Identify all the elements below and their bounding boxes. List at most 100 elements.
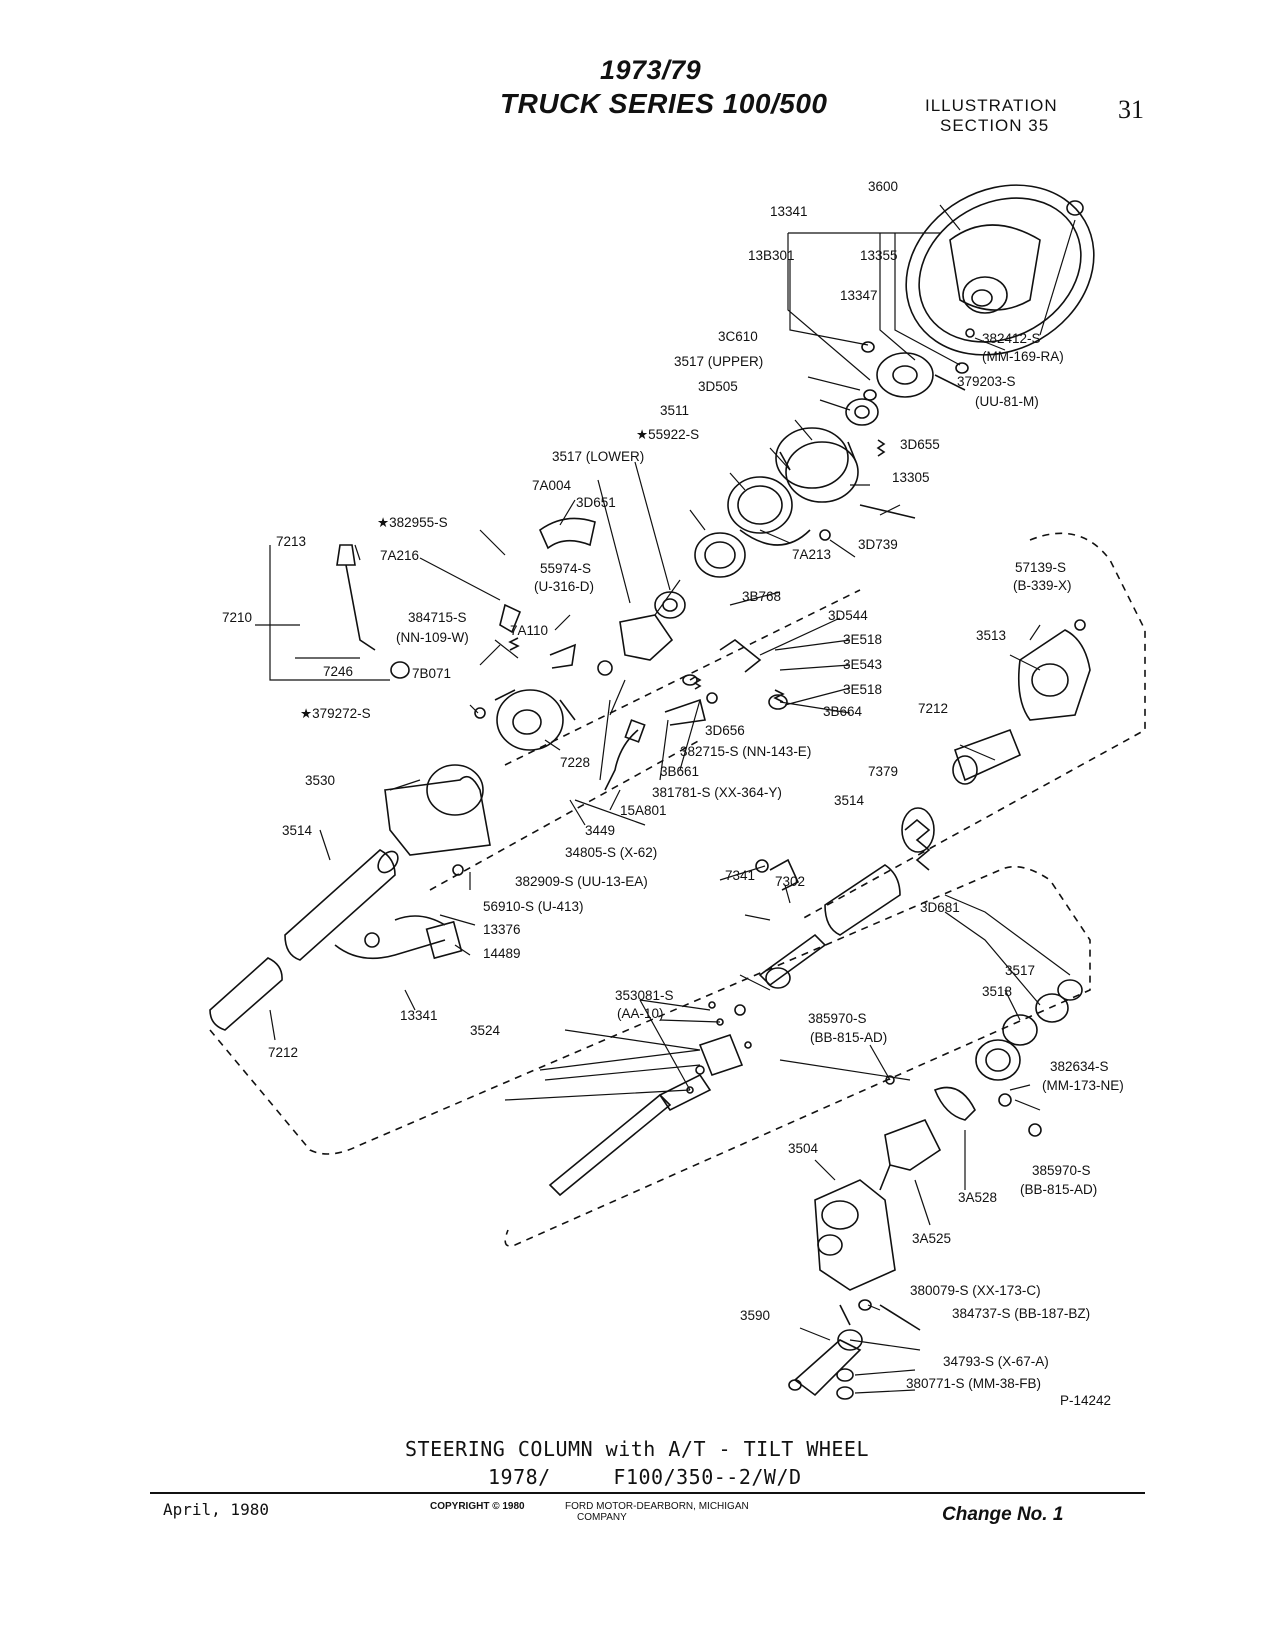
shift-lever-7210 bbox=[336, 544, 576, 751]
part-label: 7212 bbox=[268, 1045, 298, 1060]
lower-bearing-assembly bbox=[885, 979, 1083, 1137]
part-label: 13355 bbox=[860, 248, 898, 263]
part-label: 3511 bbox=[660, 403, 689, 418]
part-label: 3D681 bbox=[920, 900, 960, 915]
page-number: 31 bbox=[1118, 95, 1144, 124]
part-label: ★379272-S bbox=[300, 706, 371, 721]
part-label: 3B664 bbox=[823, 704, 863, 719]
part-label: 3E518 bbox=[843, 682, 882, 697]
footer-copyright: COPYRIGHT © 1980 bbox=[430, 1501, 525, 1512]
part-label: 7341 bbox=[725, 868, 755, 883]
section-label: SECTION 35 bbox=[940, 116, 1050, 135]
part-label: 3B661 bbox=[660, 764, 699, 779]
part-label: 380771-S (MM-38-FB) bbox=[906, 1376, 1041, 1391]
footer-company-line2: COMPANY bbox=[577, 1512, 627, 1523]
part-label: (B-339-X) bbox=[1013, 578, 1072, 593]
part-label: 3513 bbox=[976, 628, 1006, 643]
part-label: 382634-S bbox=[1050, 1059, 1109, 1074]
part-label: 385970-S bbox=[1032, 1163, 1091, 1178]
part-label: (NN-109-W) bbox=[396, 630, 469, 645]
column-lower-parts bbox=[539, 517, 788, 791]
part-label: 14489 bbox=[483, 946, 521, 961]
part-label: 7302 bbox=[775, 874, 805, 889]
part-label: 56910-S (U-413) bbox=[483, 899, 584, 914]
footer-change-number: Change No. 1 bbox=[942, 1504, 1064, 1525]
part-label: ★382955-S bbox=[377, 515, 448, 530]
part-label: 3D544 bbox=[828, 608, 868, 623]
shroud-3530 bbox=[384, 764, 491, 856]
steering-wheel-3600 bbox=[905, 184, 1095, 356]
part-label: 13376 bbox=[483, 922, 521, 937]
part-label: 3D655 bbox=[900, 437, 940, 452]
illustration-label: ILLUSTRATION bbox=[925, 96, 1058, 115]
part-label: 379203-S bbox=[957, 374, 1016, 389]
part-label: 7228 bbox=[560, 755, 590, 770]
part-label: 13305 bbox=[892, 470, 930, 485]
footer-company: FORD MOTOR-DEARBORN, MICHIGAN COMPANY bbox=[565, 1501, 749, 1523]
part-label: 3D505 bbox=[698, 379, 738, 394]
part-label: (BB-815-AD) bbox=[1020, 1182, 1097, 1197]
part-label: (U-316-D) bbox=[534, 579, 594, 594]
part-label: 3600 bbox=[868, 179, 898, 194]
part-label: 3518 bbox=[982, 984, 1012, 999]
part-label: 3524 bbox=[470, 1023, 501, 1038]
caption-subtitle: 1978/ F100/350--2/W/D bbox=[488, 1465, 802, 1489]
steering-gear-3504 bbox=[788, 1118, 942, 1400]
intermediate-shaft-3524 bbox=[548, 1001, 752, 1197]
part-label: 382715-S (NN-143-E) bbox=[680, 744, 811, 759]
part-label: 3590 bbox=[740, 1308, 770, 1323]
part-label: 382412-S bbox=[982, 331, 1041, 346]
part-label: 353081-S bbox=[615, 988, 674, 1003]
part-label: 7A213 bbox=[792, 547, 831, 562]
part-label: 3A528 bbox=[958, 1190, 997, 1205]
part-label: 7B071 bbox=[412, 666, 451, 681]
part-label: P-14242 bbox=[1060, 1393, 1111, 1408]
part-label: 3504 bbox=[788, 1141, 819, 1156]
part-label: 3B768 bbox=[742, 589, 781, 604]
part-label: 13341 bbox=[400, 1008, 438, 1023]
part-label: 384715-S bbox=[408, 610, 467, 625]
part-label: 3E518 bbox=[843, 632, 882, 647]
title-year-range: 1973/79 bbox=[600, 55, 702, 85]
footer-date: April, 1980 bbox=[163, 1500, 269, 1519]
leader-lines bbox=[255, 204, 1076, 1394]
part-label: 15A801 bbox=[620, 803, 667, 818]
part-label: 7210 bbox=[222, 610, 252, 625]
part-label: (BB-815-AD) bbox=[810, 1030, 887, 1045]
part-label: ★55922-S bbox=[636, 427, 699, 442]
part-label: 3517 bbox=[1005, 963, 1035, 978]
dashed-outline-upper bbox=[799, 532, 1146, 921]
part-label: (UU-81-M) bbox=[975, 394, 1039, 409]
column-tube-upper bbox=[755, 619, 1091, 989]
part-label: 7A110 bbox=[510, 623, 548, 638]
part-label: 3D739 bbox=[858, 537, 898, 552]
part-label: (MM-173-NE) bbox=[1042, 1078, 1124, 1093]
part-label: 7213 bbox=[276, 534, 306, 549]
part-label: 3A525 bbox=[912, 1231, 951, 1246]
part-label: 3514 bbox=[834, 793, 865, 808]
part-label: 3D651 bbox=[576, 495, 616, 510]
part-label: 3449 bbox=[585, 823, 615, 838]
part-label: 55974-S bbox=[540, 561, 591, 576]
part-label: 34805-S (X-62) bbox=[565, 845, 657, 860]
part-label: (AA-10) bbox=[617, 1006, 664, 1021]
part-label: 384737-S (BB-187-BZ) bbox=[952, 1306, 1090, 1321]
part-label: 34793-S (X-67-A) bbox=[943, 1354, 1049, 1369]
title-truck-series: TRUCK SERIES 100/500 bbox=[500, 88, 828, 119]
part-label: 3C610 bbox=[718, 329, 758, 344]
column-bearings-upper bbox=[694, 389, 916, 578]
caption-title: STEERING COLUMN with A/T - TILT WHEEL bbox=[405, 1437, 870, 1461]
part-label: 3517 (LOWER) bbox=[552, 449, 644, 464]
part-label: 13B301 bbox=[748, 248, 795, 263]
part-label: 7379 bbox=[868, 764, 898, 779]
part-label: 7A216 bbox=[380, 548, 419, 563]
part-label-group: 3600 13341 13B301 13355 13347 382412-S (… bbox=[222, 179, 1124, 1408]
part-label: 3514 bbox=[282, 823, 313, 838]
part-label: 13341 bbox=[770, 204, 808, 219]
dashed-outline-lower bbox=[209, 865, 1091, 1247]
part-label: 3D656 bbox=[705, 723, 745, 738]
footer-company-line1: FORD MOTOR-DEARBORN, MICHIGAN bbox=[565, 1501, 749, 1512]
part-label: (MM-169-RA) bbox=[982, 349, 1064, 364]
part-label: 57139-S bbox=[1015, 560, 1066, 575]
